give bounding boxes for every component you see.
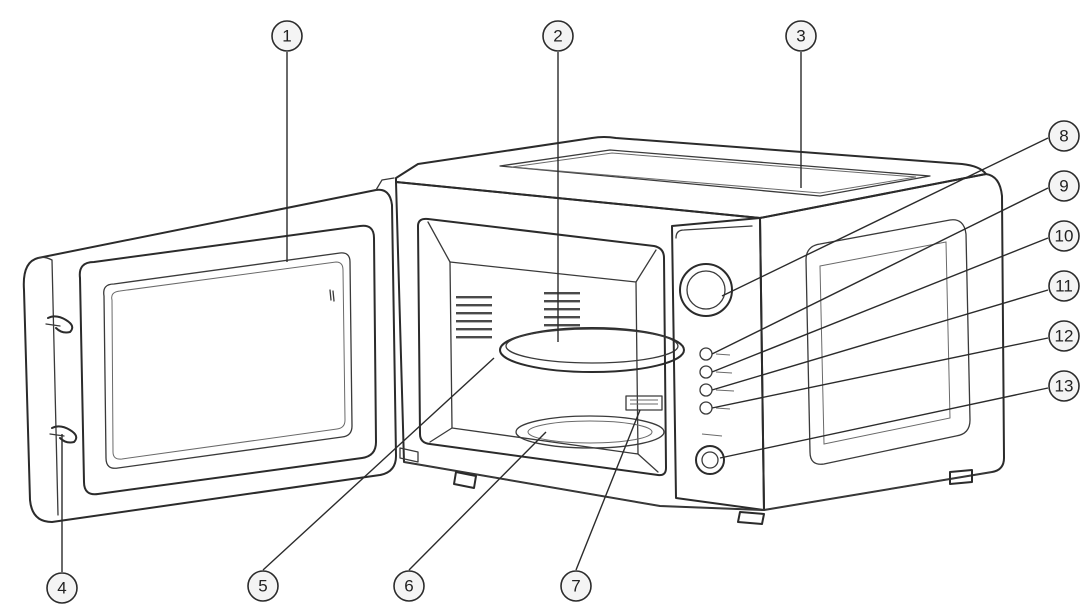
callout-label-5: 5 (258, 577, 267, 596)
microwave-body (395, 136, 1005, 525)
callout-label-4: 4 (57, 579, 66, 598)
leader-lines (61, 52, 1049, 572)
callout-3: 3 (785, 20, 817, 52)
callout-12: 12 (1048, 320, 1080, 352)
callout-10: 10 (1048, 220, 1080, 252)
callout-label-2: 2 (553, 27, 562, 46)
callout-label-10: 10 (1055, 227, 1074, 246)
callout-2: 2 (542, 20, 574, 52)
callout-6: 6 (393, 570, 425, 602)
callout-label-3: 3 (796, 27, 805, 46)
callout-8: 8 (1048, 120, 1080, 152)
callout-9: 9 (1048, 170, 1080, 202)
callout-label-8: 8 (1059, 127, 1068, 146)
callout-label-7: 7 (571, 577, 580, 596)
callout-label-12: 12 (1055, 327, 1074, 346)
callout-13: 13 (1048, 370, 1080, 402)
callout-11: 11 (1048, 270, 1080, 302)
cavity-vents (456, 292, 580, 339)
callout-7: 7 (560, 570, 592, 602)
callout-label-1: 1 (282, 27, 291, 46)
door (22, 177, 397, 523)
callout-4: 4 (46, 572, 78, 604)
callout-5: 5 (247, 570, 279, 602)
callout-label-13: 13 (1055, 377, 1074, 396)
callout-1: 1 (271, 20, 303, 52)
callout-label-6: 6 (404, 577, 413, 596)
callout-label-11: 11 (1055, 277, 1073, 296)
callout-label-9: 9 (1059, 177, 1068, 196)
